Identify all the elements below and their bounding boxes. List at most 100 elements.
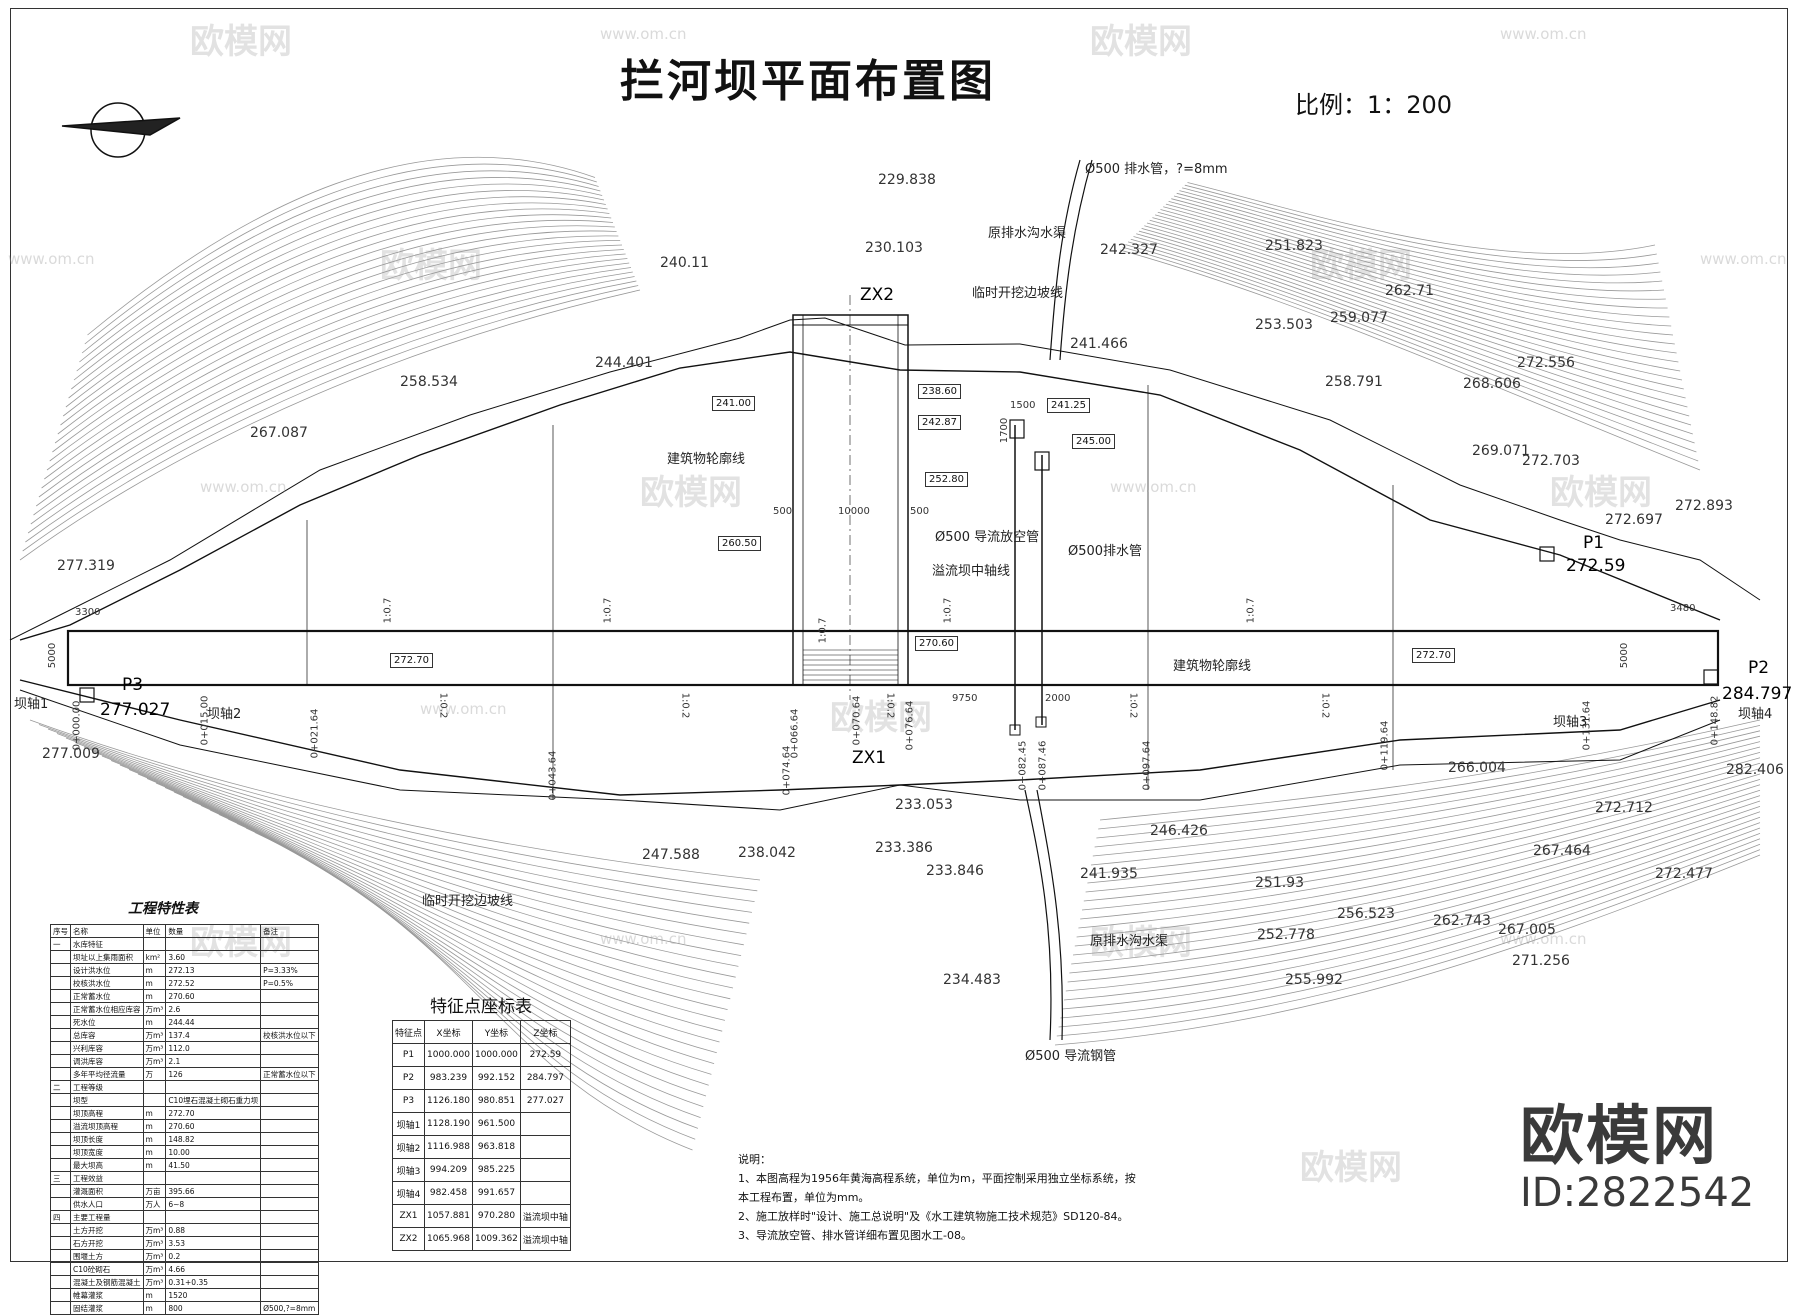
table-cell: 最大坝高: [70, 1158, 144, 1172]
contour-line: [1146, 222, 1683, 381]
watermark: 欧模网: [1090, 22, 1192, 62]
elevation-label: 240.11: [660, 255, 709, 271]
contour-line: [47, 728, 755, 902]
table-cell: 270.60: [165, 1119, 262, 1133]
elevation-label: 267.464: [1533, 843, 1591, 859]
drawing-notes: 说明： 1、本图高程为1956年黄海高程系统，单位为m，平面控制采用独立坐标系统…: [738, 1150, 1136, 1245]
elevation-label: 247.588: [642, 847, 700, 863]
contour-line: [74, 742, 747, 935]
table-header-cell: 数量: [165, 924, 262, 938]
table-cell: [260, 1080, 319, 1094]
elevation-label: 255.992: [1285, 972, 1343, 988]
table-cell: [260, 1145, 319, 1159]
table-cell: [50, 1145, 71, 1159]
table-cell: [50, 1015, 71, 1029]
contour-line: [60, 219, 614, 426]
contour-line: [29, 719, 761, 881]
table-cell: 1126.180: [424, 1089, 473, 1113]
station-label: 0+148.82: [1709, 695, 1721, 746]
table-cell: 万亩: [142, 1184, 167, 1198]
contour-line: [54, 230, 617, 444]
dimension-label: 1700: [999, 417, 1011, 444]
contour-line: [1083, 768, 1761, 902]
table-cell: [260, 1158, 319, 1172]
contour-line: [1063, 827, 1761, 1001]
table-cell: 970.280: [471, 1204, 521, 1228]
pipe-b-label: Ø500排水管: [1068, 544, 1143, 559]
table-cell: 死水位: [70, 1015, 144, 1029]
table-cell: [260, 1106, 319, 1120]
elevation-label: 277.319: [57, 558, 115, 574]
table-header-cell: X坐标: [424, 1020, 473, 1044]
table-cell: 3.60: [165, 950, 262, 964]
contour-line: [79, 177, 601, 363]
contour-line: [254, 832, 693, 1151]
river-downstream: [1024, 789, 1052, 1041]
contour-line: [1074, 795, 1761, 947]
table-cell: [50, 1223, 71, 1237]
contour-line: [35, 262, 630, 507]
contour-line: [1098, 725, 1761, 830]
table-cell: 坝址以上集雨面积: [70, 950, 144, 964]
table-cell: 坝轴2: [391, 1135, 426, 1159]
table-cell: [50, 989, 71, 1003]
contour-line: [1090, 746, 1761, 866]
station-label: 0+000.00: [71, 700, 83, 751]
table-cell: [260, 1041, 319, 1055]
elevation-label: 241.935: [1080, 866, 1138, 882]
elevation-label: 267.087: [250, 425, 308, 441]
table-cell: 244.44: [165, 1015, 262, 1029]
table-cell: [50, 1262, 71, 1276]
table-cell: 2.1: [165, 1054, 262, 1068]
table-row: 一水库特征: [50, 937, 319, 951]
dam-axis-1-label: 坝轴1: [14, 697, 49, 712]
coordinates-table-title: 特征点座标表: [430, 997, 532, 1017]
table-cell: 985.225: [471, 1158, 521, 1182]
table-cell: 四: [50, 1210, 71, 1224]
table-header-cell: 单位: [142, 924, 167, 938]
table-cell: [50, 1236, 71, 1250]
table-header-cell: 名称: [70, 924, 144, 938]
spillway-steps: [803, 649, 898, 681]
slope-label: 1:0.2: [679, 692, 691, 719]
slope-label: 1:0.7: [382, 597, 394, 624]
contour-line: [68, 202, 608, 399]
point-p1-label: P1: [1583, 533, 1605, 553]
table-header-cell: 序号: [50, 924, 71, 938]
elevation-label: 271.256: [1512, 953, 1570, 969]
contour-line: [1130, 238, 1693, 435]
table-row: 二工程等级: [50, 1080, 319, 1094]
table-cell: 980.851: [471, 1089, 521, 1113]
table-cell: m: [142, 1301, 167, 1315]
elevation-label: 282.406: [1726, 762, 1784, 778]
contour-line: [1092, 741, 1761, 857]
dimension-label: 500: [773, 506, 793, 517]
table-cell: 坝顶高程: [70, 1106, 144, 1120]
elevation-label: 238.042: [738, 845, 796, 861]
table-cell: 供水人口: [70, 1197, 144, 1211]
table-cell: P=0.5%: [260, 976, 319, 990]
table-cell: m: [142, 1132, 167, 1146]
table-cell: [260, 1119, 319, 1133]
table-cell: 1116.988: [424, 1135, 473, 1159]
contour-line: [1065, 822, 1761, 992]
watermark-url: www.om.cn: [8, 250, 95, 268]
contour-line: [1096, 730, 1761, 839]
table-cell: 1128.190: [424, 1112, 473, 1136]
elevation-label: 230.103: [865, 240, 923, 256]
table-cell: [50, 1301, 71, 1315]
watermark-url: www.om.cn: [1700, 250, 1787, 268]
dimension-label: 9750: [952, 693, 978, 704]
watermark-url: www.om.cn: [1500, 25, 1587, 43]
table-cell: 溢流坝中轴: [519, 1204, 571, 1228]
contour-line: [1163, 206, 1672, 327]
